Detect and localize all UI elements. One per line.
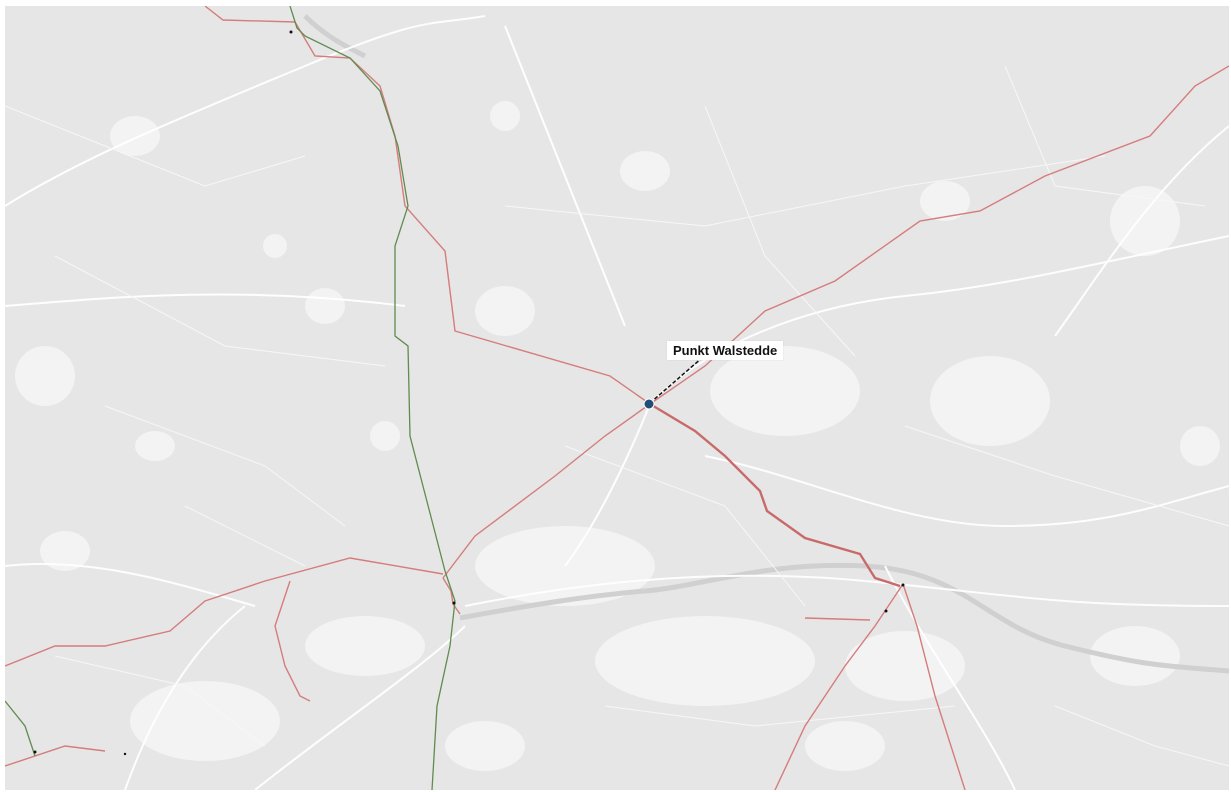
map-canvas[interactable]: Punkt Walstedde	[5, 6, 1229, 790]
river	[303, 14, 1229, 674]
roads	[5, 15, 1229, 790]
route-line-highlight	[649, 402, 901, 588]
point-marker[interactable]	[643, 398, 655, 410]
junction-points	[33, 30, 905, 756]
minor-roads	[5, 65, 1229, 767]
point-label: Punkt Walstedde	[667, 341, 784, 360]
route-lines-red	[5, 6, 1229, 790]
settlement-areas	[15, 101, 1220, 771]
route-line-green	[5, 6, 456, 790]
